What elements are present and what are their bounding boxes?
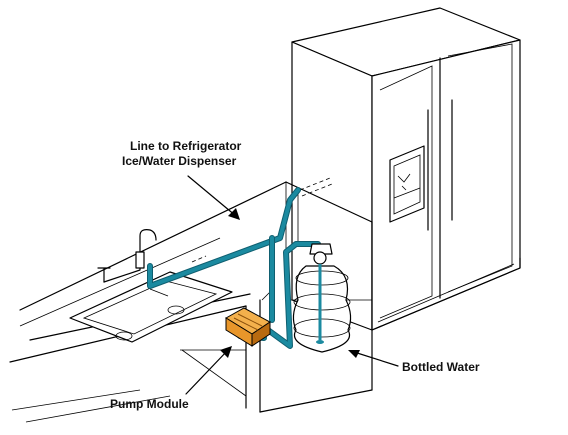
line-to-refrigerator-label-2: Ice/Water Dispenser	[122, 154, 237, 168]
water-bottle	[292, 243, 352, 353]
sink	[69, 271, 233, 343]
bottled-water-label: Bottled Water	[402, 360, 480, 374]
line-to-refrigerator-label-1: Line to Refrigerator	[130, 139, 242, 153]
water-line	[147, 187, 321, 349]
pump-module	[225, 307, 271, 347]
pump-module-label: Pump Module	[110, 397, 189, 411]
faucet	[97, 229, 157, 283]
callout-arrows	[185, 175, 399, 395]
refrigerator	[291, 7, 521, 331]
